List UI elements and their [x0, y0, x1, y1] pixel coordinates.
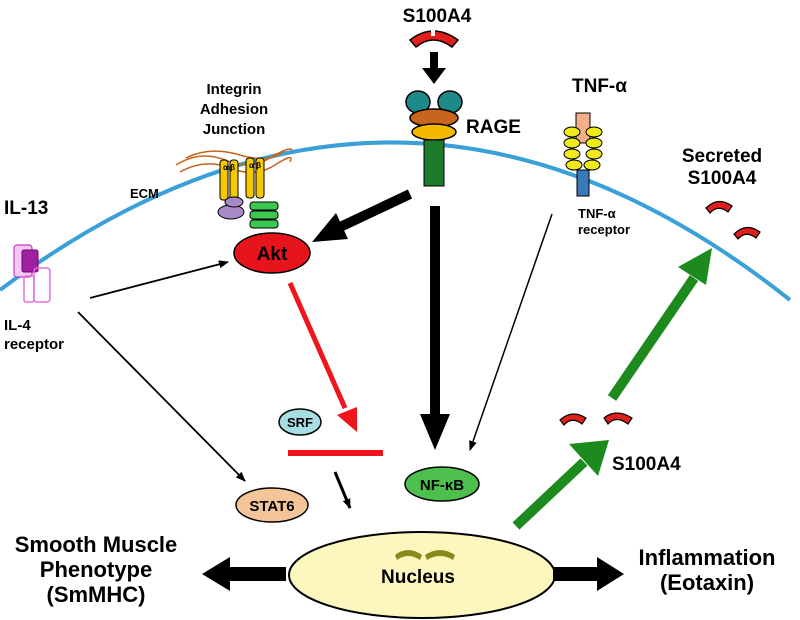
il4-receptor-label-line2: receptor	[4, 336, 64, 353]
nucleus-to-s100a4-arrow	[512, 440, 609, 530]
smooth-muscle-label-line3: (SmMHC)	[47, 582, 146, 607]
il4-to-stat6-arrow	[77, 311, 246, 482]
integrin-label-line1: Integrin	[207, 81, 262, 98]
rage-receptor-icon	[405, 90, 463, 187]
dna-icon	[395, 550, 455, 560]
tnf-receptor-label-line2: receptor	[578, 222, 630, 237]
akt-node	[233, 232, 311, 274]
integrin-alpha-beta-1: α β	[223, 163, 235, 172]
s100a4-ligand-label: S100A4	[403, 6, 472, 27]
s100a4-secretion-arrow	[607, 248, 712, 401]
smooth-muscle-label-line2: Phenotype	[40, 557, 152, 582]
inflammation-label-line1: Inflammation	[639, 545, 776, 570]
il13-label: IL-13	[4, 198, 48, 219]
stat6-label: STAT6	[249, 498, 294, 515]
rage-label: RAGE	[466, 117, 521, 138]
akt-to-srf-inhibition-arrow	[287, 281, 357, 432]
ligand-to-rage-arrow	[422, 52, 446, 84]
tnf-to-nfkb-arrow	[469, 213, 553, 451]
tnf-receptor-icon	[563, 112, 603, 197]
integrin-label-line3: Junction	[203, 121, 266, 138]
integrin-label-line2: Adhesion	[200, 101, 268, 118]
ecm-label: ECM	[130, 186, 159, 201]
smooth-muscle-label-line1: Smooth Muscle	[15, 532, 178, 557]
srf-label: SRF	[287, 415, 313, 430]
cell-membrane	[0, 140, 792, 302]
srf-to-nucleus-arrow	[333, 471, 352, 509]
secreted-s100a4-icon	[705, 200, 761, 240]
integrin-receptor-icon	[217, 157, 279, 229]
integrin-alpha-beta-2: α β	[249, 161, 261, 170]
nucleus-to-smooth-muscle-arrow	[202, 557, 286, 591]
tnf-receptor-label-line1: TNF-α	[578, 206, 616, 221]
tnf-alpha-label: TNF-α	[572, 76, 627, 97]
s100a4-intracellular-label: S100A4	[612, 454, 681, 475]
nucleus-to-inflammation-arrow	[553, 557, 624, 591]
srf-node	[278, 408, 322, 436]
akt-label: Akt	[257, 244, 288, 265]
intracellular-s100a4-icon	[559, 412, 633, 426]
rage-to-akt-arrow	[312, 189, 413, 242]
il4-receptor-label-line1: IL-4	[4, 317, 31, 334]
nucleus-label: Nucleus	[381, 567, 455, 588]
rage-to-nfkb-arrow	[420, 206, 450, 450]
secreted-label-line2: S100A4	[688, 168, 757, 189]
secreted-label-line1: Secreted	[682, 146, 762, 167]
il4-receptor-icon	[13, 244, 51, 303]
inflammation-label-line2: (Eotaxin)	[660, 570, 754, 595]
nfkb-label: NF-κB	[420, 477, 464, 494]
il4-to-akt-arrow	[89, 260, 229, 299]
s100a4-ligand-icon	[408, 30, 460, 49]
stat6-node	[235, 487, 309, 523]
nfkb-node	[404, 466, 480, 502]
